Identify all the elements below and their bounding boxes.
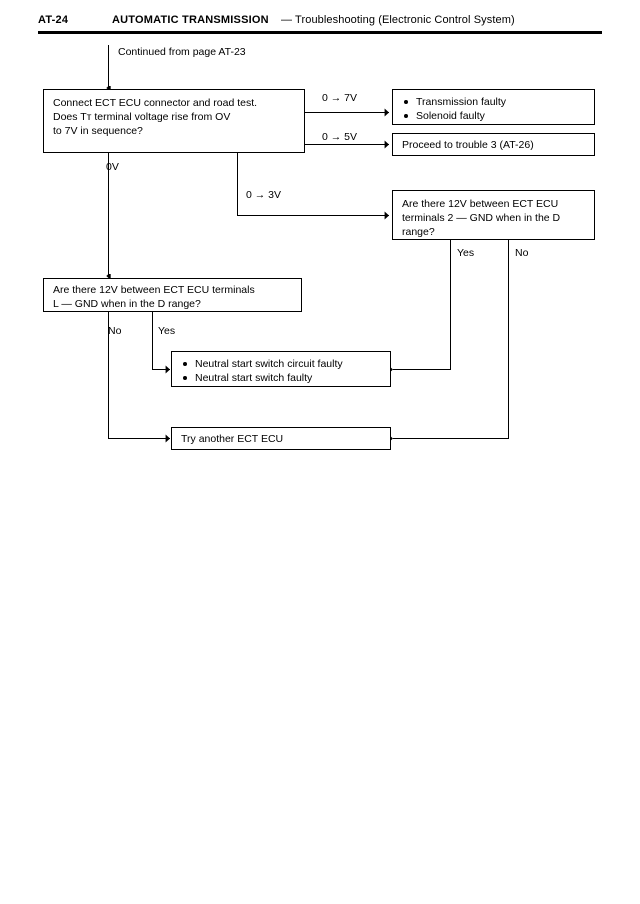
neutral-switch-faulty-item-1: Neutral start switch circuit faulty	[181, 357, 381, 371]
node-transmission-faulty: Transmission faulty Solenoid faulty	[392, 89, 595, 125]
proceed-trouble-3-text: Proceed to trouble 3 (AT-26)	[402, 139, 534, 151]
edge-label-0-to-3v: 0 → 3V	[246, 189, 282, 201]
check-terminal-l-line-1: Are there 12V between ECT ECU terminals	[53, 284, 255, 296]
check-terminal-2-line-2: terminals 2 — GND when in the D	[402, 212, 561, 224]
node-check-terminal-l: Are there 12V between ECT ECU terminals …	[43, 278, 302, 312]
node-try-another-ecu: Try another ECT ECU	[171, 427, 391, 450]
start-test-line-3: to 7V in sequence?	[53, 125, 143, 137]
check-terminal-2-line-1: Are there 12V between ECT ECU	[402, 198, 559, 210]
transmission-faulty-item-1: Transmission faulty	[402, 95, 585, 109]
try-another-ecu-text: Try another ECT ECU	[181, 433, 284, 445]
node-start-test: Connect ECT ECU connector and road test.…	[43, 89, 305, 153]
start-test-line-2: Does Tт terminal voltage rise from OV	[53, 111, 231, 123]
header-divider	[38, 31, 602, 34]
node-proceed-trouble-3: Proceed to trouble 3 (AT-26)	[392, 133, 595, 156]
start-test-line-1: Connect ECT ECU connector and road test.	[53, 97, 258, 109]
section-title: AUTOMATIC TRANSMISSION	[112, 14, 269, 26]
neutral-switch-faulty-item-2: Neutral start switch faulty	[181, 371, 381, 385]
edge-label-terminal-2-yes: Yes	[457, 247, 475, 259]
page-code: AT-24	[38, 14, 69, 26]
edge-label-0v: 0V	[106, 161, 119, 173]
edge-label-0-to-5v: 0 → 5V	[322, 131, 358, 143]
node-check-terminal-2: Are there 12V between ECT ECU terminals …	[392, 190, 595, 240]
neutral-switch-faulty-list: Neutral start switch circuit faulty Neut…	[181, 357, 381, 385]
transmission-faulty-item-2: Solenoid faulty	[402, 109, 585, 123]
check-terminal-l-line-2: L — GND when in the D range?	[53, 298, 201, 310]
node-neutral-start-switch-faulty: Neutral start switch circuit faulty Neut…	[171, 351, 391, 387]
edge-label-0-to-7v: 0 → 7V	[322, 92, 358, 104]
check-terminal-2-line-3: range?	[402, 226, 435, 238]
edge-label-terminal-2-no: No	[515, 247, 529, 259]
edge-label-terminal-l-no: No	[108, 325, 122, 337]
section-subtitle: — Troubleshooting (Electronic Control Sy…	[281, 14, 515, 26]
transmission-faulty-list: Transmission faulty Solenoid faulty	[402, 95, 585, 123]
continued-from-note: Continued from page AT-23	[118, 46, 246, 58]
edge-label-terminal-l-yes: Yes	[158, 325, 176, 337]
page-header: AT-24 AUTOMATIC TRANSMISSION — Troublesh…	[0, 0, 640, 40]
